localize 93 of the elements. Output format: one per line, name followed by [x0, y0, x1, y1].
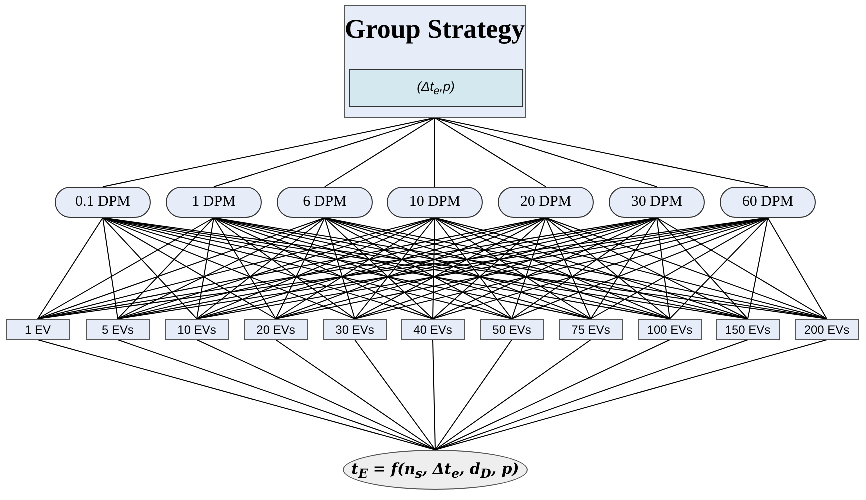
connector-line	[512, 218, 658, 320]
strategy-box	[344, 5, 526, 118]
ev-box	[795, 319, 859, 340]
node-label: 30 DPM	[631, 194, 683, 211]
node-label: 6 DPM	[303, 194, 347, 211]
connector-line	[435, 340, 592, 450]
connector-line	[354, 218, 546, 320]
dpm-pill	[55, 187, 151, 218]
connector-line	[118, 218, 326, 320]
connector-line	[196, 218, 214, 320]
connector-line	[38, 218, 326, 320]
connector-line	[434, 218, 828, 320]
connector-line	[546, 218, 592, 320]
node-label: 5 EVs	[102, 322, 134, 336]
node-label: 60 DPM	[742, 194, 794, 211]
connector-line	[434, 118, 658, 188]
node-label: 50 EVs	[492, 322, 532, 336]
dpm-pill	[720, 187, 816, 218]
connector-line	[656, 218, 748, 320]
connector-line	[768, 218, 828, 320]
node-label: 200 EVs	[804, 322, 850, 336]
connector-line	[546, 218, 748, 320]
connector-line	[434, 218, 592, 320]
connector-line	[670, 218, 768, 320]
connector-line	[546, 218, 828, 320]
connector-line	[118, 340, 436, 450]
connector-line	[102, 218, 198, 320]
dpm-pill	[277, 187, 373, 218]
node-label: 30 EVs	[336, 322, 374, 336]
node-label: (Δt$_{e}$,p)	[417, 78, 455, 98]
node-label: 0.1 DPM	[75, 194, 130, 211]
connector-line	[118, 218, 214, 320]
ev-box	[165, 319, 229, 340]
connector-line	[354, 340, 436, 450]
ev-box	[638, 319, 702, 340]
connector-line	[324, 218, 512, 320]
connector-line	[102, 218, 276, 320]
connector-line	[432, 218, 546, 320]
connector-line	[435, 340, 828, 450]
node-label: 10 DPM	[409, 194, 461, 211]
connector-line	[324, 218, 434, 320]
node-label: 1 DPM	[192, 194, 236, 211]
ev-box	[716, 319, 780, 340]
node-label: 75 EVs	[572, 322, 610, 336]
node-label: 100 EVs	[647, 322, 693, 336]
dpm-pill	[166, 187, 262, 218]
connector-line	[214, 118, 436, 188]
node-label: 20 EVs	[256, 322, 296, 336]
connector-line	[38, 218, 214, 320]
connector-line	[432, 218, 436, 320]
ev-box	[6, 319, 70, 340]
node-label: 1 EV	[24, 322, 51, 336]
ev-box	[401, 319, 465, 340]
parameter-box	[349, 69, 523, 107]
connector-line	[434, 218, 512, 320]
node-label: t$_{E}$ = f(n$_{s}$, Δt$_{e}$, d$_{D}$, p)	[352, 460, 520, 480]
connector-line	[324, 118, 436, 188]
node-label: 20 DPM	[520, 194, 572, 211]
ev-box	[480, 319, 544, 340]
connector-line	[354, 218, 436, 320]
connector-line	[276, 218, 326, 320]
connector-line	[512, 218, 546, 320]
node-label: 10 EVs	[178, 322, 216, 336]
connector-line	[276, 218, 436, 320]
connector-line	[324, 218, 356, 320]
connector-line	[434, 118, 546, 188]
connector-line	[432, 340, 436, 450]
connector-line	[435, 340, 748, 450]
connector-line	[102, 218, 118, 320]
ev-box	[323, 319, 387, 340]
connector-line	[38, 218, 104, 320]
ev-box	[244, 319, 308, 340]
connector-line	[38, 340, 436, 450]
node-label: 40 EVs	[414, 322, 452, 336]
title-text: Group Strategy	[344, 14, 526, 45]
connector-line	[546, 218, 670, 320]
dpm-pill	[609, 187, 705, 218]
node-label: 150 EVs	[725, 322, 771, 336]
ev-box	[559, 319, 623, 340]
dpm-pill	[498, 187, 594, 218]
ev-box	[86, 319, 150, 340]
dpm-pill	[387, 187, 483, 218]
connector-line	[434, 118, 436, 188]
connector-line	[214, 218, 276, 320]
connector-line	[590, 218, 658, 320]
connector-line	[196, 218, 326, 320]
connector-line	[656, 218, 828, 320]
connector-line	[435, 340, 512, 450]
connector-line	[214, 218, 356, 320]
connector-line	[656, 218, 670, 320]
connector-line	[748, 218, 768, 320]
connector-line	[276, 340, 436, 450]
connector-line	[590, 218, 768, 320]
